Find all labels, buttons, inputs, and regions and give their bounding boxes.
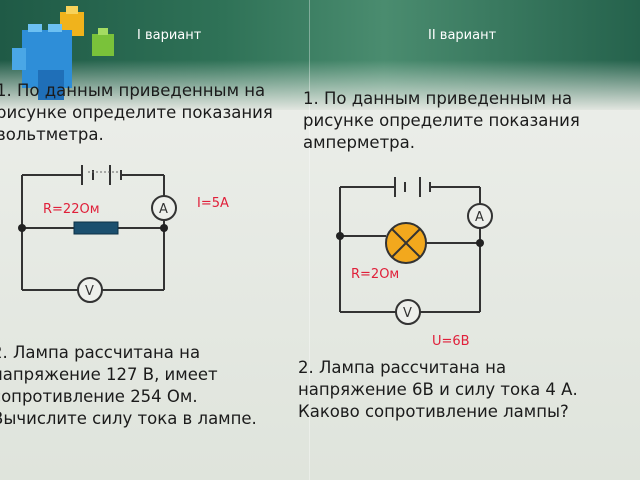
variant-1-task-2: 2. Лампа рассчитана на напряжение 127 В,… <box>0 342 257 430</box>
variant-2-header: II вариант <box>428 28 497 43</box>
task-line: Каково сопротивление лампы? <box>298 402 569 421</box>
ammeter-letter: A <box>159 202 168 217</box>
junction-dot <box>160 224 168 232</box>
task-line: рисунке определите показания <box>0 103 273 122</box>
voltmeter-letter: V <box>403 306 412 321</box>
variant-2-task-2: 2. Лампа рассчитана на напряжение 6В и с… <box>298 357 578 423</box>
ammeter-icon <box>467 203 493 229</box>
task-line: сопротивление 254 Ом. <box>0 387 198 406</box>
task-line: Вычислите силу тока в лампе. <box>0 409 257 428</box>
junction-dot <box>476 239 484 247</box>
task-line: рисунке определите показания <box>303 111 580 130</box>
variant-1-header: I вариант <box>137 28 202 43</box>
task-line: 1. По данным приведенным на <box>303 89 573 108</box>
circuit-2 <box>339 177 481 313</box>
task-line: 2. Лампа рассчитана на <box>298 358 507 377</box>
ammeter-letter: A <box>475 210 484 225</box>
column-divider <box>309 0 310 480</box>
resistance-label: R=22Ом <box>43 202 100 217</box>
variant-1-task-1: 1. По данным приведенным на рисунке опре… <box>0 80 273 146</box>
resistor-icon <box>73 221 119 235</box>
voltmeter-icon <box>395 299 421 325</box>
header-fade <box>0 60 640 110</box>
circuit-1 <box>21 165 165 291</box>
voltage-label: U=6B <box>432 334 470 349</box>
ammeter-icon <box>151 195 177 221</box>
task-line: напряжение 127 В, имеет <box>0 365 218 384</box>
variant-2-task-1: 1. По данным приведенным на рисунке опре… <box>303 88 580 154</box>
voltmeter-letter: V <box>85 284 94 299</box>
task-line: 2. Лампа рассчитана на <box>0 343 201 362</box>
voltmeter-icon <box>77 277 103 303</box>
lamp-cross <box>391 228 421 258</box>
task-line: вольтметра. <box>0 125 104 144</box>
resistance-label: R=2Ом <box>351 267 399 282</box>
junction-dot <box>18 224 26 232</box>
junction-dot <box>336 232 344 240</box>
task-line: 1. По данным приведенным на <box>0 81 266 100</box>
task-line: амперметра. <box>303 133 416 152</box>
current-label: I=5A <box>197 196 229 211</box>
task-line: напряжение 6В и силу тока 4 А. <box>298 380 578 399</box>
